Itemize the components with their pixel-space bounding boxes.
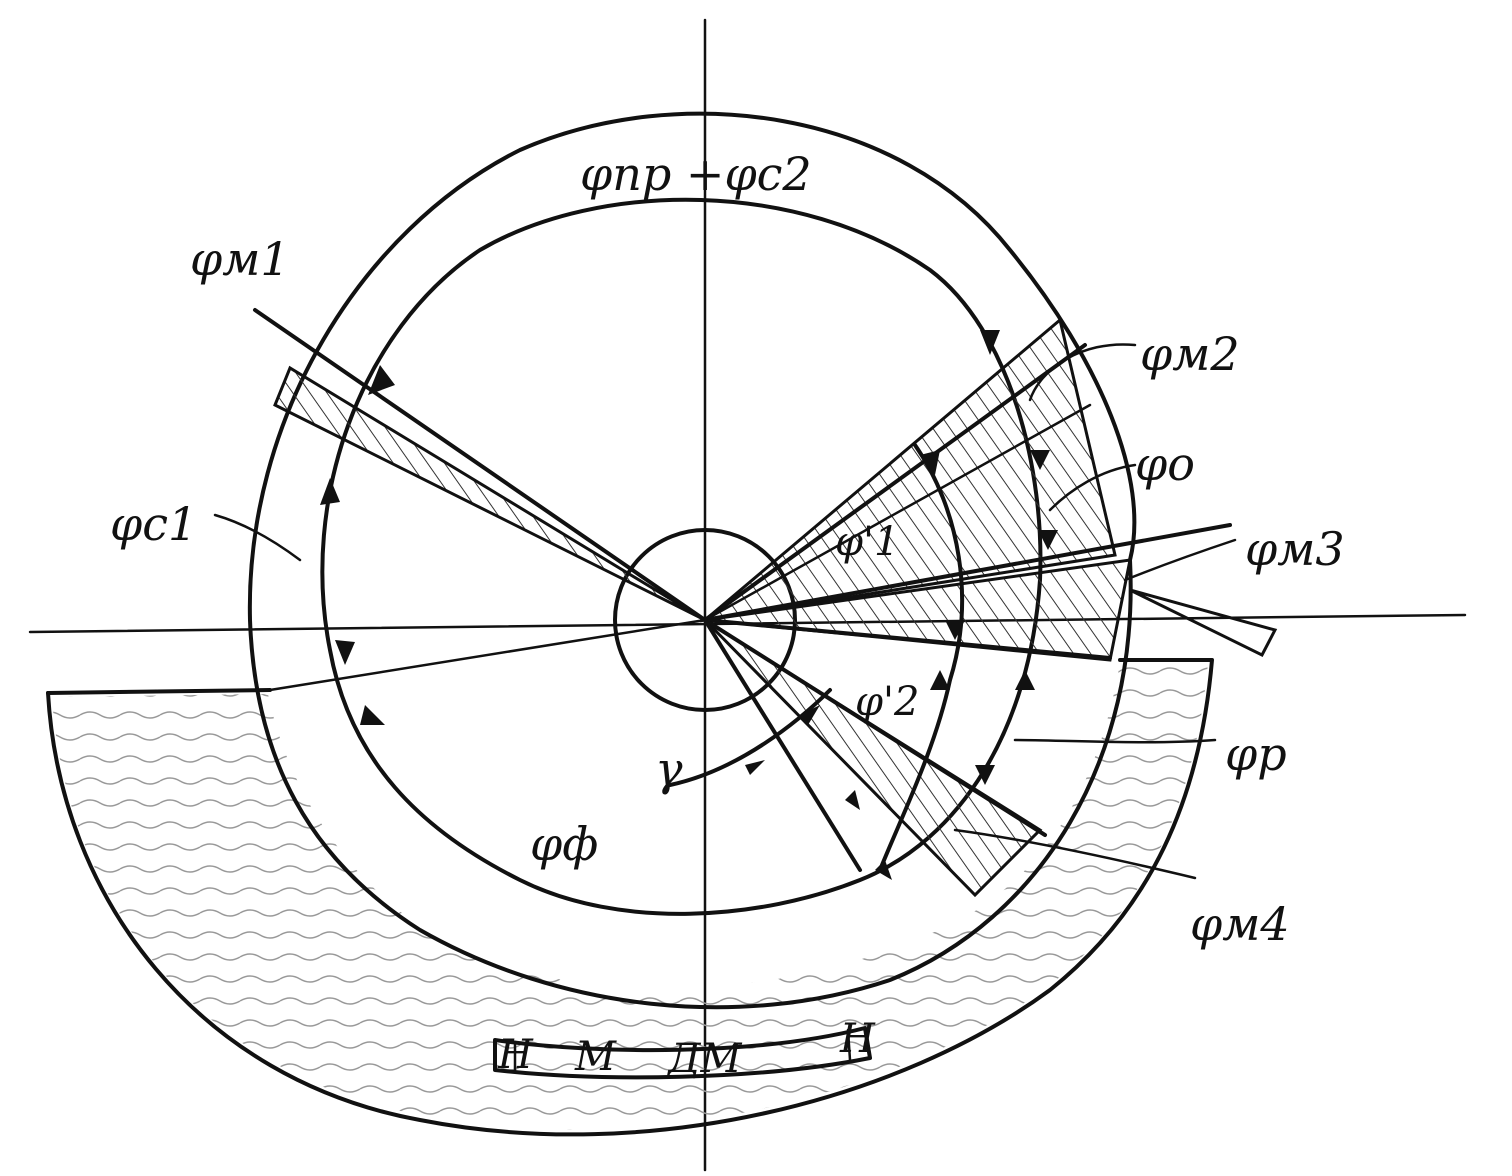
arrow-3 <box>335 640 355 665</box>
label-top: φпр +φс2 <box>580 147 812 201</box>
bottom-strip <box>493 1026 872 1080</box>
arrow-1 <box>368 365 395 395</box>
leader-p <box>1013 738 1217 744</box>
radial-m4 <box>703 618 1047 837</box>
leader-m3 <box>1123 538 1237 582</box>
label-o: φо <box>1135 437 1195 491</box>
arrow-2 <box>320 478 340 505</box>
label-m4: φм4 <box>1190 897 1290 951</box>
label-m2: φм2 <box>1140 327 1240 381</box>
arrow-14 <box>930 670 950 690</box>
label-f: φф <box>530 817 598 871</box>
outer-lower-band <box>46 688 272 695</box>
radial-gamma <box>703 618 862 872</box>
label-phi2: φ'2 <box>855 679 919 725</box>
arc-phi1 <box>878 443 965 872</box>
label-bottom-right: Н <box>839 1016 876 1062</box>
label-bottom-mid: М <box>574 1034 617 1080</box>
arrow-6 <box>1030 450 1050 470</box>
radial-m1 <box>253 308 707 622</box>
radial-c1 <box>268 618 707 692</box>
exhaust-wedge <box>1129 588 1278 657</box>
radial-m2 <box>703 343 1087 622</box>
label-gamma: γ <box>655 742 683 796</box>
lower-band-fill <box>52 663 1208 1130</box>
leader-c1 <box>213 513 302 562</box>
arc-phi2 <box>668 688 832 787</box>
label-bottom-left: Н <box>497 1032 534 1078</box>
arrow-4 <box>360 705 385 725</box>
arrow-16 <box>800 705 820 725</box>
leader-m2 <box>1028 343 1137 402</box>
arrow-10 <box>875 860 892 880</box>
arrow-15 <box>745 760 765 775</box>
leader-o <box>1048 463 1137 512</box>
radial-o <box>703 403 1092 622</box>
arrow-7 <box>1038 530 1058 550</box>
arrow-5 <box>980 330 1000 355</box>
leader-m4 <box>953 828 1197 880</box>
label-m1: φм1 <box>190 232 290 286</box>
arrow-11 <box>920 450 940 475</box>
label-m3: φм3 <box>1245 522 1345 576</box>
arrow-12 <box>845 790 860 810</box>
sector-m1 <box>273 365 706 622</box>
radial-m3 <box>703 523 1232 622</box>
label-bottom-mid2: ДМ <box>666 1036 743 1082</box>
radial-p <box>703 618 1112 660</box>
arrow-8 <box>1015 670 1035 690</box>
arrow-9 <box>975 765 995 785</box>
strip-div-2 <box>846 1028 852 1062</box>
arrow-13 <box>945 620 965 640</box>
label-c1: φс1 <box>110 497 197 551</box>
label-p: φр <box>1225 727 1287 781</box>
label-phi1: φ'1 <box>835 519 899 565</box>
